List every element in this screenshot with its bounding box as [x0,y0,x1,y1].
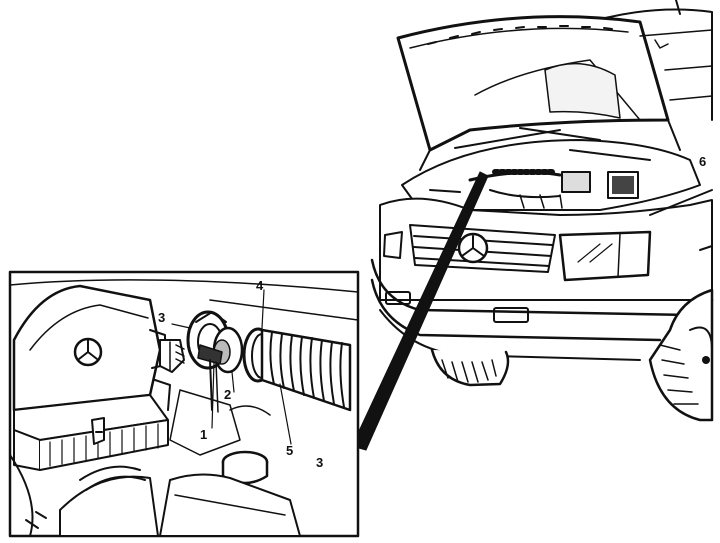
callout-3-upper: 3 [158,310,166,325]
callout-6: 6 [699,154,707,169]
callout-4: 4 [256,278,264,293]
detail-inset [8,270,360,538]
callout-2: 2 [224,387,232,402]
callout-3-lower: 3 [316,455,324,470]
callout-5: 5 [286,443,294,458]
vehicle-illustration [370,0,714,422]
callout-1: 1 [200,427,208,442]
pointer-beam [351,171,489,451]
